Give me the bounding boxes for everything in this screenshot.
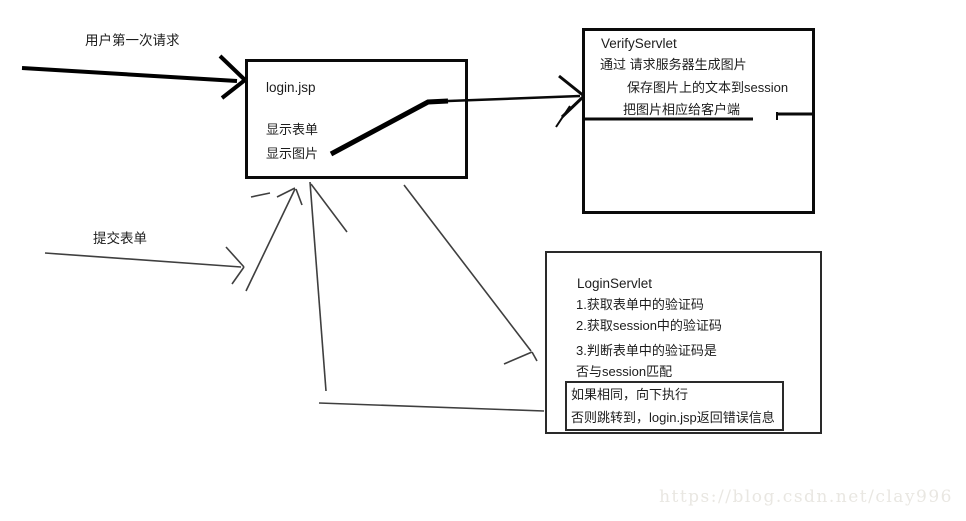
login-jsp-title: login.jsp bbox=[266, 80, 316, 95]
arrow-login-to-verify bbox=[447, 74, 586, 128]
verify-servlet-box bbox=[582, 28, 815, 214]
arrow-user-first-request bbox=[21, 54, 247, 100]
label-submit-form: 提交表单 bbox=[93, 231, 147, 246]
login-servlet-title: LoginServlet bbox=[577, 276, 653, 291]
label-user-first-request: 用户第一次请求 bbox=[85, 33, 180, 48]
result-box-line2: 否则跳转到，login.jsp返回错误信息 bbox=[571, 410, 775, 425]
arrow-login-to-loginservlet bbox=[403, 184, 538, 365]
login-servlet-box bbox=[545, 251, 822, 434]
login-jsp-show-form: 显示表单 bbox=[266, 122, 319, 137]
watermark: https://blog.csdn.net/clay996 bbox=[659, 487, 953, 507]
verify-servlet-line3: 把图片相应给客户端 bbox=[623, 102, 741, 117]
verify-servlet-line2: 保存图片上的文本到session bbox=[627, 80, 789, 95]
login-servlet-step2: 2.获取session中的验证码 bbox=[576, 318, 722, 333]
login-jsp-show-image: 显示图片 bbox=[266, 146, 319, 161]
result-box-line1: 如果相同，向下执行 bbox=[571, 387, 689, 402]
arrow-submit-form bbox=[44, 246, 245, 285]
line-stub-from-login-box bbox=[310, 183, 348, 233]
verify-servlet-line1: 通过 请求服务器生成图片 bbox=[600, 57, 747, 72]
verify-servlet-title: VerifyServlet bbox=[601, 36, 677, 51]
arrow-submit-to-login-box bbox=[245, 187, 303, 292]
login-servlet-step3-line1: 3.判断表单中的验证码是 bbox=[576, 343, 717, 358]
result-condition-box bbox=[565, 381, 784, 431]
line-return-to-result-box bbox=[318, 402, 545, 412]
login-servlet-step1: 1.获取表单中的验证码 bbox=[576, 297, 704, 312]
login-servlet-step3-line2: 否与session匹配 bbox=[576, 364, 673, 379]
line-login-box-down bbox=[309, 181, 327, 392]
login-jsp-box bbox=[245, 59, 468, 179]
